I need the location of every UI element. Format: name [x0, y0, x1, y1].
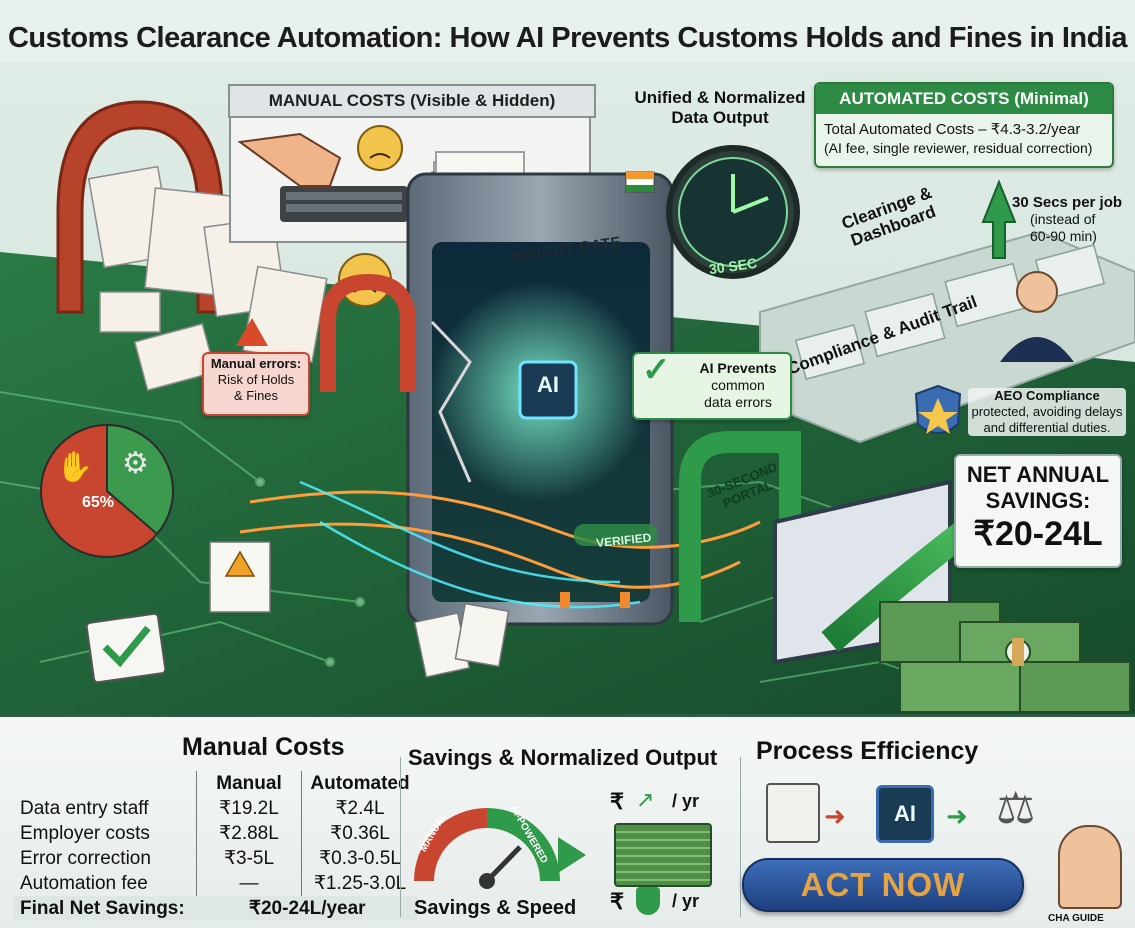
cost-table-header-cell: Automated [301, 771, 418, 796]
table-cell: ₹0.3-0.5L [301, 846, 418, 871]
table-cell: ₹1.25-3.0L [301, 871, 418, 896]
aeo-compliance-callout: AEO Compliance protected, avoiding delay… [968, 388, 1126, 436]
manual-errors-bold: Manual errors: [210, 356, 302, 371]
rupee-shield-icon [636, 887, 660, 915]
manual-costs-panel-header: MANUAL COSTS (Visible & Hidden) [228, 84, 596, 118]
automated-costs-heading: AUTOMATED COSTS (Minimal) [816, 84, 1112, 114]
net-savings-box: NET ANNUAL SAVINGS: ₹20-24L [954, 454, 1122, 568]
trend-up-icon: ↗ [636, 787, 655, 812]
page-title: Customs Clearance Automation: How AI Pre… [7, 22, 1128, 54]
hand-stop-icon: ✋ [56, 451, 94, 484]
hero-illustration [0, 62, 1135, 714]
aeo-compliance-rest: protected, avoiding delays and different… [971, 404, 1123, 435]
pie-value-label: 65% [81, 494, 115, 511]
table-cell: Automation fee [20, 872, 148, 894]
divider [740, 757, 741, 917]
secs-per-job-rest: (instead of 60-90 min) [1030, 211, 1097, 244]
table-cell: ₹0.36L [301, 821, 418, 846]
rupee-symbol-top: ₹ [610, 789, 624, 814]
table-cell: ₹19.2L [196, 796, 302, 821]
manual-errors-callout: Manual errors: Risk of Holds & Fines [202, 352, 310, 416]
process-title: Process Efficiency [756, 737, 979, 765]
per-year-bottom: / yr [672, 891, 700, 911]
cash-stack-icon [614, 823, 712, 887]
act-now-button[interactable]: ACT NOW [742, 858, 1024, 912]
secs-per-job-callout: 30 Secs per job (instead of 60-90 min) [1012, 194, 1134, 245]
cost-table-header-cell: Manual [196, 771, 302, 796]
ai-prevents-callout: ✓ AI Prevents common data errors [632, 352, 792, 420]
scales-icon: ⚖ [996, 784, 1036, 833]
secs-per-job-bold: 30 Secs per job [1012, 194, 1123, 211]
table-cell: — [196, 871, 302, 896]
device-ai-chip: AI [537, 372, 559, 397]
table-row: Error correction ₹3-5L ₹0.3-0.5L [14, 846, 418, 871]
table-cell: ₹2.88L [196, 821, 302, 846]
table-cell: ₹2.4L [301, 796, 418, 821]
table-footer-label: Final Net Savings: [20, 897, 185, 919]
warning-icon [236, 318, 268, 346]
ai-prevents-rest: common data errors [704, 377, 772, 410]
cost-table-header-cell [14, 771, 197, 796]
cha-guide-character-icon [1058, 825, 1122, 909]
automated-costs-panel: AUTOMATED COSTS (Minimal) Total Automate… [814, 82, 1114, 168]
inbox-document-icon [766, 783, 820, 843]
gears-icon: ⚙ [122, 447, 149, 480]
savings-caption: Savings & Speed [414, 897, 577, 919]
cost-table: Manual Automated Data entry staff ₹19.2L… [14, 771, 418, 921]
table-footer-value: ₹20-24L/year [248, 898, 366, 919]
green-arrow-icon: ➜ [946, 801, 968, 831]
per-year-top: / yr [672, 791, 700, 811]
table-footer-row: Final Net Savings: ₹20-24L/year [14, 896, 418, 921]
net-savings-line1: NET ANNUAL [966, 462, 1110, 487]
table-cell: Error correction [20, 847, 151, 869]
cha-guide-label: CHA GUIDE [1048, 913, 1104, 924]
table-row: Automation fee — ₹1.25-3.0L [14, 871, 418, 896]
red-arrow-icon: ➜ [824, 801, 846, 831]
cost-table-header: Manual Automated [14, 771, 418, 796]
net-savings-value: ₹20-24L [973, 515, 1103, 553]
rupee-symbol-bottom: ₹ [610, 889, 624, 914]
aeo-compliance-bold: AEO Compliance [994, 388, 1100, 403]
table-row: Data entry staff ₹19.2L ₹2.4L [14, 796, 418, 821]
check-icon: ✓ [642, 351, 671, 389]
right-arrow-icon [558, 837, 586, 873]
automated-costs-line2: (AI fee, single reviewer, residual corre… [824, 140, 1093, 156]
manual-errors-rest: Risk of Holds & Fines [217, 372, 295, 403]
ai-prevents-bold: AI Prevents [699, 360, 777, 376]
table-cell: Data entry staff [20, 797, 149, 819]
manual-costs-panel-heading: MANUAL COSTS (Visible & Hidden) [268, 91, 556, 110]
process-ai-chip: AI [876, 785, 934, 843]
manual-costs-title: Manual Costs [182, 733, 345, 761]
table-row: Employer costs ₹2.88L ₹0.36L [14, 821, 418, 846]
speed-gauge [414, 808, 560, 889]
table-cell: ₹3-5L [196, 846, 302, 871]
divider [400, 757, 401, 917]
automated-costs-line1: Total Automated Costs – ₹4.3-3.2/year [824, 121, 1081, 138]
net-savings-line2: SAVINGS: [985, 488, 1091, 513]
table-cell: Employer costs [20, 822, 150, 844]
unified-output-label: Unified & Normalized Data Output [634, 88, 806, 127]
savings-title: Savings & Normalized Output [408, 745, 718, 770]
